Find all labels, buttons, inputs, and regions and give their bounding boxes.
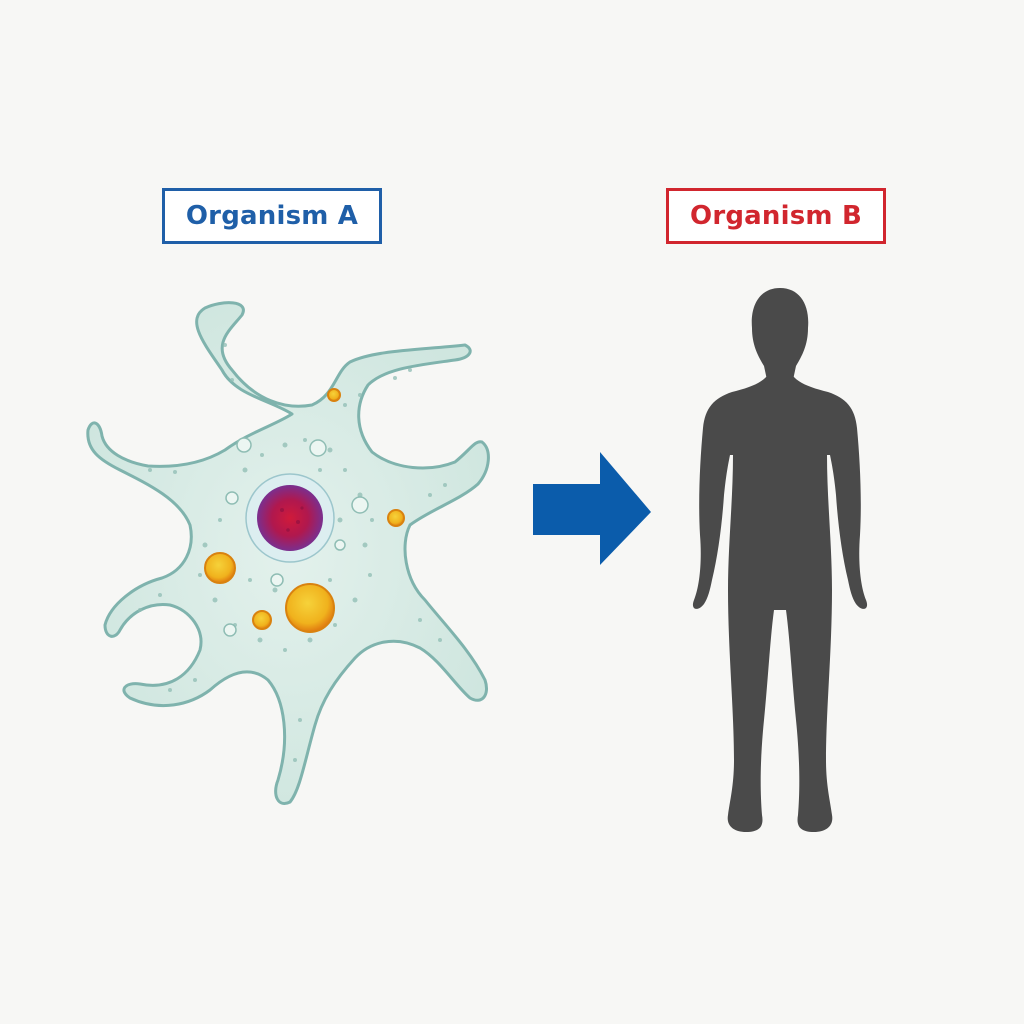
organism-a-label: Organism A <box>162 188 382 244</box>
cell-vacuoles <box>223 437 369 637</box>
silhouette-head <box>751 288 809 380</box>
silhouette-body <box>692 376 868 832</box>
human-silhouette-icon <box>692 288 868 832</box>
amoeba-cell-icon <box>86 301 490 805</box>
cell-granules <box>138 343 447 762</box>
organism-b-label: Organism B <box>666 188 886 244</box>
nucleus <box>257 485 323 551</box>
organelles <box>204 388 405 633</box>
right-arrow-icon <box>533 452 651 565</box>
nucleus-speckles <box>280 506 304 532</box>
